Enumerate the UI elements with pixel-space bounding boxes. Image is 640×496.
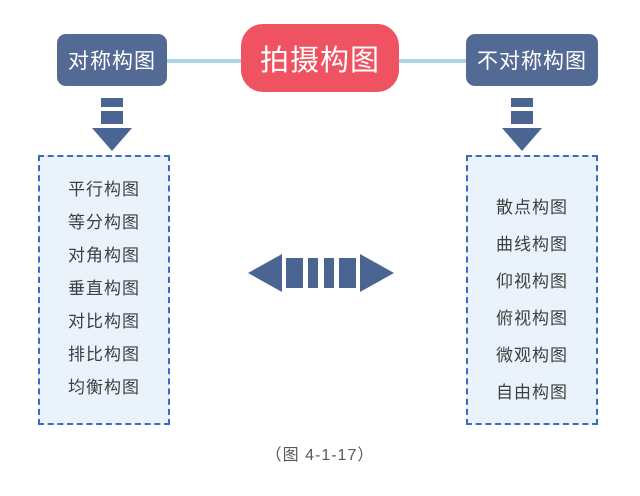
node-shooting-composition[interactable]: 拍摄构图 xyxy=(241,24,399,92)
list-item: 曲线构图 xyxy=(496,235,568,254)
node-symmetric-composition[interactable]: 对称构图 xyxy=(57,34,167,86)
dashed-down-arrow-icon-left xyxy=(90,98,134,152)
list-item: 平行构图 xyxy=(68,180,140,199)
node-asymmetric-composition[interactable]: 不对称构图 xyxy=(466,34,598,86)
node-asymmetric-label: 不对称构图 xyxy=(477,50,587,73)
node-symmetric-label: 对称构图 xyxy=(68,50,156,73)
list-item: 垂直构图 xyxy=(68,279,140,298)
dashed-down-arrow-icon-right xyxy=(500,98,544,152)
list-item: 排比构图 xyxy=(68,345,140,364)
bidirectional-dashed-arrow-icon xyxy=(248,252,394,294)
list-item: 自由构图 xyxy=(496,383,568,402)
list-panel-symmetric: 平行构图 等分构图 对角构图 垂直构图 对比构图 排比构图 均衡构图 xyxy=(38,155,170,425)
list-panel-asymmetric: 散点构图 曲线构图 仰视构图 俯视构图 微观构图 自由构图 xyxy=(466,155,598,425)
list-item: 等分构图 xyxy=(68,213,140,232)
list-item: 均衡构图 xyxy=(68,378,140,397)
list-item: 微观构图 xyxy=(496,346,568,365)
list-item: 对比构图 xyxy=(68,312,140,331)
list-item: 散点构图 xyxy=(496,198,568,217)
node-center-label: 拍摄构图 xyxy=(259,45,380,77)
list-item: 对角构图 xyxy=(68,246,140,265)
figure-caption: （图 4-1-17） xyxy=(265,447,375,464)
list-item: 仰视构图 xyxy=(496,272,568,291)
list-item: 俯视构图 xyxy=(496,309,568,328)
connector-line-right xyxy=(396,59,468,63)
connector-line-left xyxy=(166,59,244,63)
